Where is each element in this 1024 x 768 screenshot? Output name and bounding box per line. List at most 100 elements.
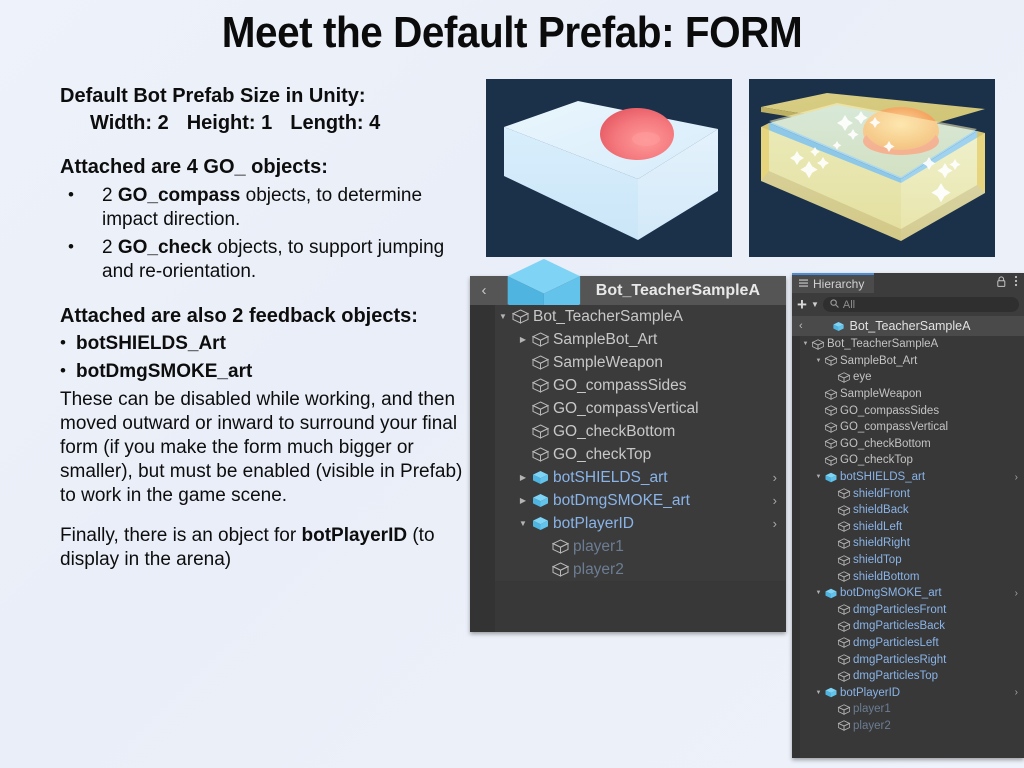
tree-row[interactable]: shieldRight xyxy=(800,535,1024,552)
chevron-right-icon[interactable]: › xyxy=(772,470,777,485)
tree-row[interactable]: GO_compassVertical xyxy=(495,397,786,420)
tree-row[interactable]: ▼ botDmgSMOKE_art › xyxy=(800,585,1024,602)
search-input-text: All xyxy=(842,298,856,311)
tree-row[interactable]: dmgParticlesBack xyxy=(800,618,1024,635)
tree-row[interactable]: GO_compassSides xyxy=(495,374,786,397)
add-gameobject-button[interactable]: + xyxy=(797,295,807,314)
tree-row[interactable]: ▶botDmgSMOKE_art› xyxy=(495,489,786,512)
tree-row[interactable]: player1 xyxy=(495,535,786,558)
tab-hierarchy[interactable]: Hierarchy xyxy=(792,273,875,293)
size-height: Height: 1 xyxy=(186,112,273,135)
size-heading: Default Bot Prefab Size in Unity: xyxy=(60,85,366,107)
bullet-dot-icon: • xyxy=(60,332,66,352)
chevron-right-icon[interactable]: › xyxy=(772,516,777,531)
gameobject-cube-icon xyxy=(531,332,550,347)
tree-row[interactable]: GO_compassSides xyxy=(800,402,1024,419)
tree-row[interactable]: player1 xyxy=(800,701,1024,718)
gameobject-cube-icon xyxy=(531,378,550,393)
twisty-down-icon[interactable]: ▼ xyxy=(802,341,809,348)
tree-row[interactable]: GO_checkBottom xyxy=(495,420,786,443)
chevron-right-icon[interactable]: › xyxy=(772,493,777,508)
bot-prefab-shielded-render xyxy=(749,79,995,257)
tree-row-label: GO_checkTop xyxy=(553,445,652,463)
tree-row[interactable]: ▼SampleBot_Art xyxy=(800,353,1024,370)
tree-row[interactable]: shieldTop xyxy=(800,552,1024,569)
tree-row[interactable]: dmgParticlesTop xyxy=(800,668,1024,685)
slide-body-text: Default Bot Prefab Size in Unity: Width:… xyxy=(60,84,470,572)
tree-row[interactable]: GO_compassVertical xyxy=(800,419,1024,436)
chevron-right-icon[interactable]: › xyxy=(1014,471,1018,483)
tree-row-label: GO_compassSides xyxy=(553,376,687,394)
tree-row[interactable]: shieldBottom xyxy=(800,568,1024,585)
twisty-down-icon[interactable]: ▼ xyxy=(519,518,527,528)
tree-row[interactable]: SampleWeapon xyxy=(800,386,1024,403)
tree-row-label: Bot_TeacherSampleA xyxy=(533,307,683,325)
chevron-right-icon[interactable]: › xyxy=(1014,687,1018,699)
tree-row[interactable]: GO_checkBottom xyxy=(800,436,1024,453)
back-icon[interactable]: ‹ xyxy=(481,282,487,299)
page-title: Meet the Default Prefab: FORM xyxy=(221,8,803,57)
tree-row[interactable]: shieldFront xyxy=(800,485,1024,502)
list-item: • 2 GO_compass objects, to determine imp… xyxy=(60,184,470,232)
tree-row-label: botPlayerID xyxy=(840,686,901,699)
tree-row[interactable]: ▼botPlayerID› xyxy=(495,512,786,535)
tree-row[interactable]: dmgParticlesFront xyxy=(800,602,1024,619)
hierarchy-window: Hierarchy + ▼ All ‹ Bot_TeacherSampleA xyxy=(792,273,1024,758)
go-bullet-1-text: 2 GO_check objects, to support jumping a… xyxy=(102,236,445,282)
tree-row-label: shieldFront xyxy=(853,487,910,500)
chevron-down-icon[interactable]: ▼ xyxy=(810,300,819,309)
twisty-down-icon[interactable]: ▼ xyxy=(499,311,507,321)
tree-row[interactable]: GO_checkTop xyxy=(800,452,1024,469)
tree-row-label: eye xyxy=(853,371,872,384)
twisty-right-icon[interactable]: ▶ xyxy=(519,334,527,344)
tree-row[interactable]: player2 xyxy=(800,718,1024,735)
tree-row-label: player2 xyxy=(853,719,891,732)
twisty-down-icon[interactable]: ▼ xyxy=(815,357,822,364)
gameobject-cube-icon xyxy=(837,521,851,533)
final-paragraph: Finally, there is an object for botPlaye… xyxy=(60,525,435,571)
tree-row[interactable]: player2 xyxy=(495,558,786,581)
twisty-right-icon[interactable]: ▶ xyxy=(519,472,527,482)
kebab-menu-icon[interactable] xyxy=(1014,274,1018,292)
gameobject-cube-icon xyxy=(531,401,550,416)
prefab-cube-icon xyxy=(824,687,838,698)
tree-row[interactable]: ▶botSHIELDS_art› xyxy=(495,466,786,489)
tree-row[interactable]: ▼ botSHIELDS_art › xyxy=(800,469,1024,486)
tree-row-label: GO_checkBottom xyxy=(840,437,931,450)
tree-row[interactable]: ▼ Bot_TeacherSampleA xyxy=(495,305,786,328)
prefab-cube-icon xyxy=(824,588,838,599)
tree-row[interactable]: SampleWeapon xyxy=(495,351,786,374)
lock-icon[interactable] xyxy=(997,274,1006,292)
gameobject-cube-icon xyxy=(837,488,851,499)
search-input[interactable]: All xyxy=(822,297,1019,312)
tree-row[interactable]: dmgParticlesLeft xyxy=(800,635,1024,652)
twisty-down-icon[interactable]: ▼ xyxy=(815,689,822,696)
tree-row[interactable]: ▶ SampleBot_Art xyxy=(495,328,786,351)
gameobject-cube-icon xyxy=(531,447,550,462)
back-icon[interactable]: ‹ xyxy=(799,320,803,332)
tree-row-label: player1 xyxy=(573,537,624,555)
twisty-down-icon[interactable]: ▼ xyxy=(815,474,822,481)
prefab-cube-icon xyxy=(824,472,838,483)
gameobject-cube-icon xyxy=(824,405,838,417)
tree-row[interactable]: shieldBack xyxy=(800,502,1024,519)
bullet-dot-icon: • xyxy=(60,360,66,380)
twisty-right-icon[interactable]: ▶ xyxy=(519,495,527,505)
chevron-right-icon[interactable]: › xyxy=(1014,587,1018,599)
tree-row[interactable]: eye xyxy=(800,369,1024,386)
gameobject-cube-icon xyxy=(837,554,851,566)
twisty-down-icon[interactable]: ▼ xyxy=(815,590,822,597)
tree-row-label: botDmgSMOKE_art xyxy=(840,587,942,600)
tree-row[interactable]: GO_checkTop xyxy=(495,443,786,466)
tree-row[interactable]: shieldLeft xyxy=(800,519,1024,536)
tree-row[interactable]: dmgParticlesRight xyxy=(800,651,1024,668)
tree-row-label: SampleBot_Art xyxy=(553,330,658,348)
gameobject-cube-icon xyxy=(531,355,550,370)
prefab-cube-icon xyxy=(832,321,845,332)
tree-row-label: botSHIELDS_art xyxy=(840,471,926,484)
tree-row[interactable]: ▼ botPlayerID › xyxy=(800,684,1024,701)
tree-row[interactable]: ▼Bot_TeacherSampleA xyxy=(800,336,1024,353)
